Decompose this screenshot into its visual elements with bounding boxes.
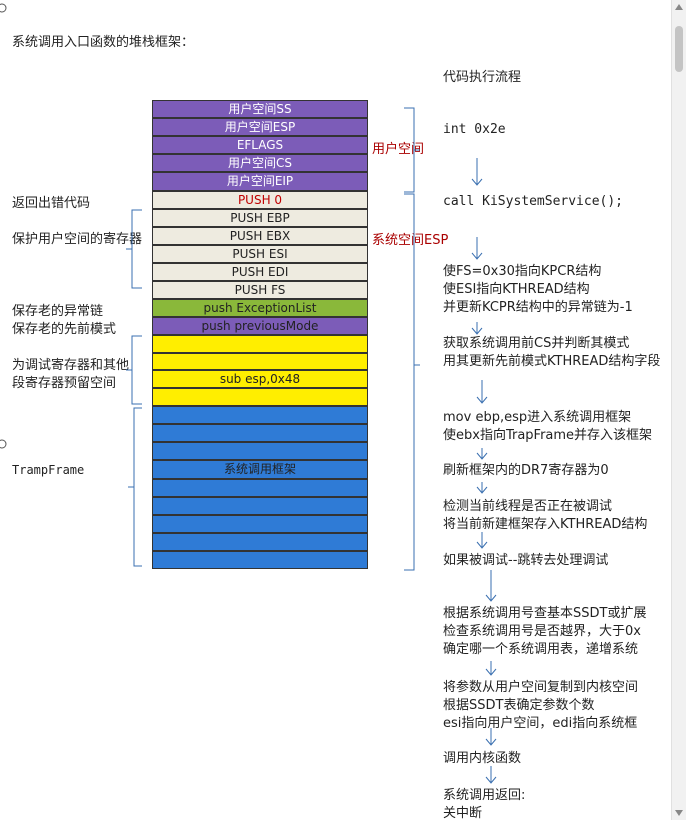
- flow-line: 并更新KCPR结构中的异常链为-1: [443, 300, 633, 315]
- stack-cell: EFLAGS: [152, 136, 368, 154]
- stack-cell-empty: [152, 479, 368, 497]
- flow-line: 根据SSDT表确定参数个数: [443, 698, 595, 713]
- flow-line: 关中断: [443, 806, 483, 821]
- bracket-user-space: [404, 107, 415, 193]
- vertical-scrollbar[interactable]: [671, 0, 686, 820]
- flow-line: 将当前新建框架存入KTHREAD结构: [443, 517, 648, 532]
- edge-circle-icon: [0, 439, 7, 449]
- stack-cell: PUSH EBX: [152, 227, 368, 245]
- label-user-space: 用户空间: [372, 142, 425, 157]
- bracket-reserve: [131, 335, 142, 405]
- flow-block-4: 刷新框架内的DR7寄存器为0: [443, 462, 609, 480]
- flow-line: 使ebx指向TrapFrame并存入该框架: [443, 428, 653, 443]
- scroll-down-icon[interactable]: [675, 810, 683, 816]
- stack-cell: 用户空间EIP: [152, 172, 368, 191]
- bracket-system-space: [404, 193, 415, 571]
- label-system-esp: 系统空间ESP: [372, 233, 449, 248]
- label-reserve-2: 段寄存器预留空间: [12, 376, 117, 391]
- flow-line: 获取系统调用前CS并判断其模式: [443, 336, 630, 351]
- bracket-trapframe: [133, 407, 142, 567]
- flow-block-2: 获取系统调用前CS并判断其模式 用其更新先前模式KTHREAD结构字段: [443, 335, 672, 371]
- stack-cell-empty: [152, 515, 368, 533]
- stack-cell: sub esp,0x48: [152, 370, 368, 388]
- flow-int: int 0x2e: [443, 122, 506, 137]
- flow-line: 使FS=0x30指向KPCR结构: [443, 264, 602, 279]
- stack-cell-empty: [152, 388, 368, 406]
- label-trapframe: TrampFrame: [12, 463, 85, 477]
- flow-line: 调用内核函数: [443, 751, 522, 766]
- stack-cell: push previousMode: [152, 317, 368, 335]
- flow-block-8: 将参数从用户空间复制到内核空间 根据SSDT表确定参数个数 esi指向用户空间，…: [443, 679, 672, 733]
- flow-block-10: 系统调用返回: 关中断: [443, 787, 525, 823]
- stack-cell: PUSH ESI: [152, 245, 368, 263]
- flow-line: 将参数从用户空间复制到内核空间: [443, 680, 639, 695]
- stack-cell-empty: [152, 406, 368, 424]
- flow-line: 确定哪一个系统调用表，递增系统: [443, 642, 639, 657]
- stack-cell-empty: [152, 497, 368, 515]
- flow-line: 根据系统调用号查基本SSDT或扩展: [443, 606, 647, 621]
- flow-block-3: mov ebp,esp进入系统调用框架 使ebx指向TrapFrame并存入该框…: [443, 409, 672, 445]
- stack-cell: PUSH EDI: [152, 263, 368, 281]
- stack-cell: 用户空间SS: [152, 100, 368, 118]
- label-save-mode: 保存老的先前模式: [12, 322, 117, 337]
- label-return-error: 返回出错代码: [12, 196, 91, 211]
- flow-line: mov ebp,esp进入系统调用框架: [443, 410, 632, 425]
- flow-block-6: 如果被调试--跳转去处理调试: [443, 552, 608, 570]
- flow-line: 如果被调试--跳转去处理调试: [443, 553, 609, 568]
- stack-cell-empty: [152, 353, 368, 370]
- stack-cell: PUSH EBP: [152, 209, 368, 227]
- flow-block-1: 使FS=0x30指向KPCR结构 使ESI指向KTHREAD结构 并更新KCPR…: [443, 263, 633, 317]
- stack-cell: 用户空间ESP: [152, 118, 368, 136]
- label-save-exception: 保存老的异常链: [12, 304, 104, 319]
- stack-cell-empty: [152, 533, 368, 551]
- flow-block-9: 调用内核函数: [443, 750, 521, 768]
- scroll-thumb[interactable]: [675, 26, 683, 72]
- stack-cell: 用户空间CS: [152, 154, 368, 172]
- bracket-protect-regs: [131, 209, 142, 289]
- edge-circle-icon: [0, 3, 7, 13]
- page-title: 系统调用入口函数的堆栈框架：: [12, 35, 195, 50]
- flow-line: esi指向用户空间，edi指向系统框: [443, 716, 638, 731]
- label-reserve-1: 为调试寄存器和其他: [12, 358, 130, 373]
- stack-cell-empty: [152, 335, 368, 353]
- flow-line: 用其更新先前模式KTHREAD结构字段: [443, 354, 661, 369]
- flow-block-7: 根据系统调用号查基本SSDT或扩展 检查系统调用号是否越界，大于0x 确定哪一个…: [443, 605, 672, 659]
- flow-line: 系统调用返回:: [443, 788, 526, 803]
- stack-cell: push ExceptionList: [152, 299, 368, 317]
- stack-cell-empty: [152, 424, 368, 442]
- stack-cell: 系统调用框架: [152, 460, 368, 479]
- flow-line: 刷新框架内的DR7寄存器为0: [443, 463, 609, 478]
- scroll-up-icon[interactable]: [675, 4, 683, 10]
- flow-line: 检查系统调用号是否越界，大于0x: [443, 624, 641, 639]
- flow-call: call KiSystemService();: [443, 194, 624, 209]
- stack-cell: PUSH FS: [152, 281, 368, 299]
- flow-block-5: 检测当前线程是否正在被调试 将当前新建框架存入KTHREAD结构: [443, 498, 672, 534]
- flow-line: 检测当前线程是否正在被调试: [443, 499, 613, 514]
- flow-title: 代码执行流程: [443, 70, 522, 85]
- stack-cell: PUSH 0: [152, 191, 368, 209]
- stack-cell-empty: [152, 442, 368, 460]
- flow-line: 使ESI指向KTHREAD结构: [443, 282, 590, 297]
- stack-cell-empty: [152, 551, 368, 569]
- label-protect-regs: 保护用户空间的寄存器: [12, 232, 143, 247]
